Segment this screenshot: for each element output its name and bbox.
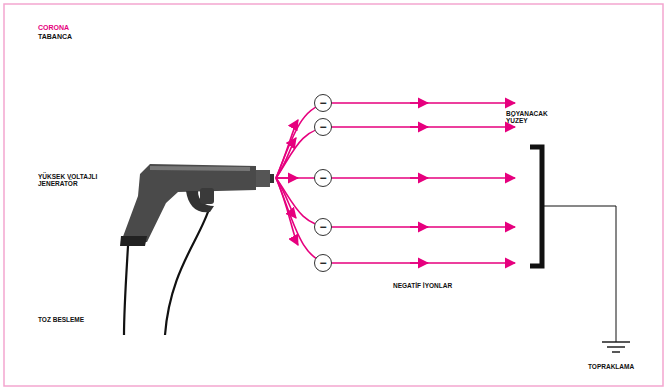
cable [165, 206, 210, 335]
frame [4, 4, 663, 386]
ion-circle: − [314, 254, 332, 272]
charge-sign: − [319, 257, 326, 269]
ion-circle: − [314, 169, 332, 187]
ion-circle: − [314, 218, 332, 236]
part-label: BOYANACAK YÜZEY [506, 110, 562, 125]
charge-sign: − [319, 121, 326, 133]
title: CORONA [38, 24, 69, 32]
ion-circle: − [314, 118, 332, 136]
subtitle: TABANCA [38, 33, 72, 41]
part-label: NEGATİF İYONLAR [392, 282, 504, 289]
ground-wire [544, 206, 616, 342]
part-label: TOPRAKLAMA [588, 363, 658, 370]
ion-flow [276, 103, 515, 263]
surface-bracket [530, 147, 542, 266]
charge-sign: − [319, 97, 326, 109]
spray-gun [120, 164, 274, 246]
part-label: TOZ BESLEME [38, 316, 118, 323]
ion-circle: − [314, 94, 332, 112]
charge-sign: − [319, 221, 326, 233]
ground-symbol [602, 342, 630, 352]
charge-sign: − [319, 172, 326, 184]
cable [124, 246, 128, 335]
part-label: YÜKSEK VOLTAJLI JENERATÖR [38, 173, 116, 188]
